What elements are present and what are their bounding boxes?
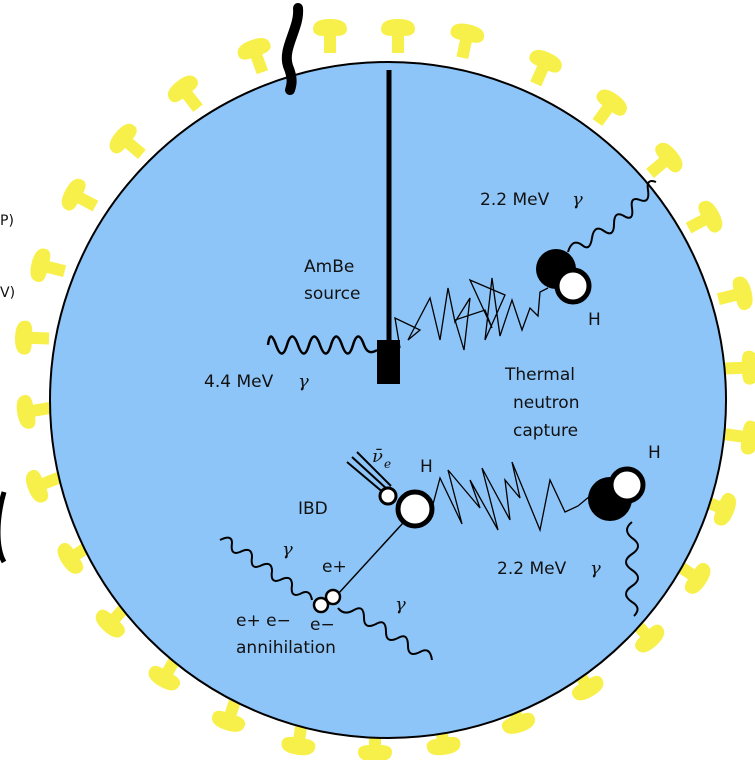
h-atom-ibd <box>395 489 435 529</box>
deployment-cable <box>281 3 304 95</box>
pmt-5 <box>583 85 632 133</box>
pmt-8 <box>714 274 755 316</box>
ibd-label: IBD <box>298 499 328 519</box>
annihilation-gamma-left-wave <box>219 536 313 601</box>
ambe-label-line2: source <box>304 284 360 304</box>
pmt-25 <box>14 320 50 356</box>
neutron-walk-top <box>394 277 549 351</box>
pmt-3 <box>445 20 486 62</box>
thermal-label-line3: capture <box>513 421 578 441</box>
gamma-2-2-bottom-label: 2.2 MeV <box>497 559 567 579</box>
gamma-2-2-top-symbol: γ <box>572 189 583 210</box>
pmt-29 <box>163 70 212 119</box>
h-label-top: H <box>588 310 601 330</box>
pmt-28 <box>104 119 153 168</box>
gamma-4-4-label: 4.4 MeV <box>204 372 274 392</box>
pmt-7 <box>680 197 727 244</box>
ambe-label-line1: AmBe <box>304 257 354 277</box>
gamma-4-4-symbol: γ <box>298 371 309 392</box>
nu-bar-symbol: ν̄ <box>372 446 383 467</box>
pmt-26 <box>27 246 69 288</box>
gamma-2-2-top-label: 2.2 MeV <box>480 190 550 210</box>
gamma-2-2-bottom-wave <box>625 521 639 617</box>
edge-label-top: P) <box>0 213 14 229</box>
thermal-label-line1: Thermal <box>504 365 575 385</box>
pmt-2 <box>381 19 415 53</box>
gamma-2-2-top-wave <box>567 180 657 253</box>
ambe-source <box>377 340 400 384</box>
eminus-label: e− <box>310 615 335 635</box>
pmt-4 <box>520 45 566 91</box>
pmt-27 <box>57 175 104 222</box>
pmt-24 <box>14 391 54 431</box>
pmt-1 <box>313 19 347 53</box>
electron-circle <box>312 596 330 614</box>
thermal-label-line2: neutron <box>513 393 579 413</box>
h-label-ibd: H <box>420 457 433 477</box>
pmt-9 <box>724 350 755 386</box>
nu-subscript: e <box>384 457 391 471</box>
edge-label-mid: V) <box>0 285 15 301</box>
pmt-6 <box>639 138 688 187</box>
positron-circle <box>324 588 342 606</box>
annihilation-label-line2: annihilation <box>236 638 336 658</box>
pmt-30 <box>234 34 279 79</box>
edge-arc <box>0 491 7 564</box>
annihilation-gamma-right-symbol: γ <box>395 594 406 615</box>
gamma-2-2-bottom-symbol: γ <box>590 558 601 579</box>
annihilation-label-line1: e+ e− <box>236 611 291 631</box>
neutron-walk-bottom <box>431 461 591 533</box>
gamma-4-4-wave <box>266 335 378 355</box>
pmt-10 <box>722 417 755 456</box>
h-atom-top <box>554 267 592 305</box>
eplus-label: e+ <box>322 557 347 577</box>
antineutrino-track <box>346 451 392 495</box>
h-label-right: H <box>648 443 661 463</box>
nu-vertex <box>378 486 398 506</box>
detector-vessel <box>49 61 727 739</box>
positron-track <box>337 522 404 595</box>
h-atom-right <box>608 466 646 504</box>
annihilation-gamma-left-symbol: γ <box>282 539 293 560</box>
annihilation-gamma-right-wave <box>337 607 433 661</box>
